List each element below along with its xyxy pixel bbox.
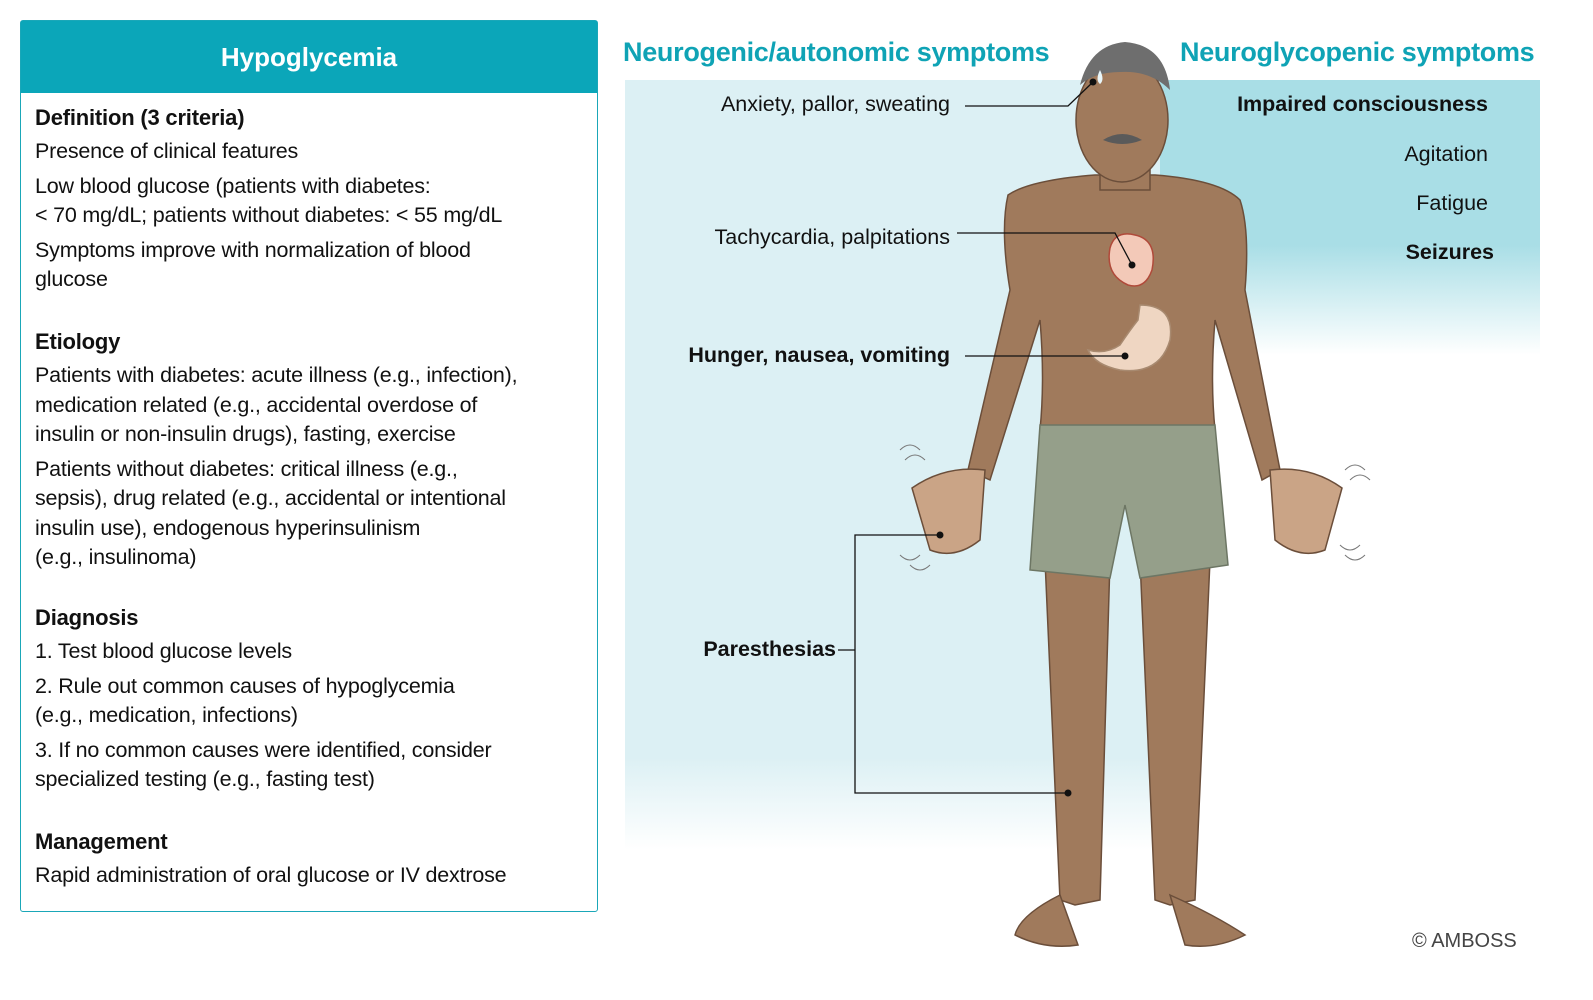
leader-lines: [838, 81, 1133, 794]
item-line: 3. If no common causes were identified, …: [35, 737, 492, 762]
item-line: insulin or non-insulin drugs), fasting, …: [35, 422, 456, 446]
section-item: Presence of clinical features: [35, 137, 502, 167]
hair: [1080, 42, 1170, 90]
mustache: [1103, 134, 1142, 144]
stomach-icon: [1086, 304, 1172, 372]
section-item: Patients without diabetes: critical illn…: [35, 455, 517, 573]
item-line: sepsis), drug related (e.g., accidental …: [35, 486, 506, 510]
item-line: < 70 mg/dL; patients without diabetes: <…: [35, 203, 503, 227]
neuroglycopenic-title: Neuroglycopenic symptoms: [1180, 37, 1535, 67]
shorts: [1029, 424, 1229, 579]
sweat-drop-icon: [1097, 70, 1103, 84]
section-item: Low blood glucose (patients with diabete…: [35, 172, 502, 231]
section-item: 2. Rule out common causes of hypoglycemi…: [35, 672, 491, 731]
tremor-lines-icon: [899, 444, 1371, 571]
box-title: Hypoglycemia: [21, 21, 597, 93]
section-heading: Definition (3 criteria): [35, 105, 245, 130]
section-heading: Diagnosis: [35, 605, 139, 630]
body: [967, 57, 1281, 947]
item-line: Patients without diabetes: critical illn…: [35, 456, 458, 481]
item-line: (e.g., medication, infections): [35, 703, 298, 727]
item-line: Rapid administration of oral glucose or …: [35, 863, 507, 887]
item-line: insulin use), endogenous hyperinsulinism: [35, 515, 421, 540]
label-fatigue: Fatigue: [1416, 191, 1488, 215]
label-agitation: Agitation: [1404, 142, 1488, 166]
hypoglycemia-summary-box: Hypoglycemia Definition (3 criteria) Pres…: [20, 20, 598, 912]
section-item: Symptoms improve with normalization of b…: [35, 236, 502, 295]
label-tachycardia: Tachycardia, palpitations: [714, 225, 950, 249]
item-line: Symptoms improve with normalization of b…: [35, 237, 471, 262]
label-anxiety: Anxiety, pallor, sweating: [720, 92, 950, 116]
item-line: Low blood glucose (patients with diabete…: [35, 173, 431, 198]
section-heading: Management: [35, 829, 168, 854]
label-impaired-consciousness: Impaired consciousness: [1237, 92, 1488, 116]
section-item: 3. If no common causes were identified, …: [35, 736, 492, 795]
heart-icon: [1108, 233, 1154, 287]
label-paresthesias: Paresthesias: [703, 637, 836, 661]
item-line: specialized testing (e.g., fasting test): [35, 767, 375, 791]
section-diagnosis: Diagnosis 1. Test blood glucose levels 2. …: [35, 605, 492, 800]
section-definition: Definition (3 criteria) Presence of clini…: [35, 105, 502, 300]
section-item: 1. Test blood glucose levels: [35, 637, 491, 667]
section-item: Rapid administration of oral glucose or …: [35, 861, 507, 891]
copyright: © AMBOSS: [1412, 930, 1517, 952]
neurogenic-title: Neurogenic/autonomic symptoms: [623, 37, 1050, 67]
label-hunger: Hunger, nausea, vomiting: [688, 343, 950, 367]
hands: [911, 468, 1343, 555]
item-line: medication related (e.g., accidental ove…: [35, 392, 478, 417]
item-line: 2. Rule out common causes of hypoglycemi…: [35, 673, 455, 698]
item-line: glucose: [35, 267, 108, 291]
label-seizures: Seizures: [1405, 240, 1494, 264]
item-line: (e.g., insulinoma): [35, 545, 197, 569]
item-line: 1. Test blood glucose levels: [35, 639, 292, 663]
item-line: Presence of clinical features: [35, 139, 299, 163]
section-heading: Etiology: [35, 329, 121, 354]
leader-dots: [936, 78, 1136, 797]
section-item: Patients with diabetes: acute illness (e…: [35, 361, 518, 450]
item-line: Patients with diabetes: acute illness (e…: [35, 363, 518, 387]
